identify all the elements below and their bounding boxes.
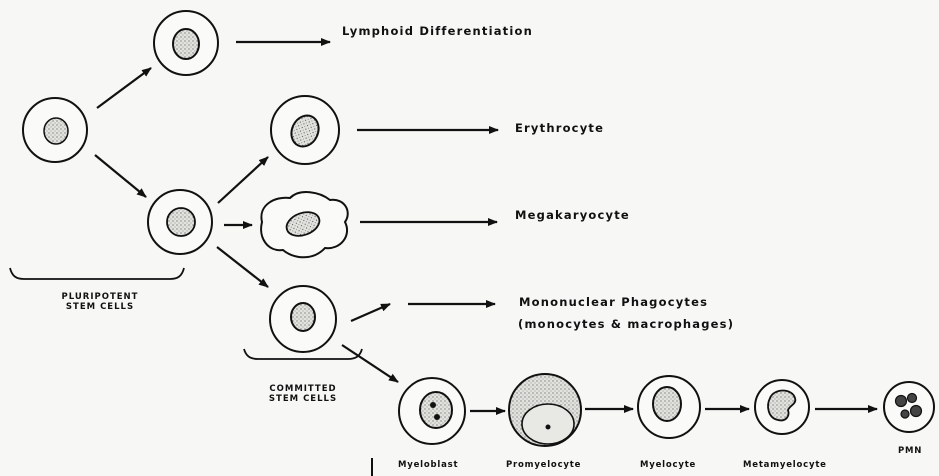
pmn-cell	[884, 382, 934, 432]
pluripotent-cell-left	[23, 98, 87, 162]
committed-caption-line1: COMMITTED	[263, 384, 343, 394]
stage-label-promyelocyte: Promyelocyte	[506, 460, 581, 470]
lymphoid-progenitor-cell	[154, 11, 218, 75]
pluripotent-caption-line2: STEM CELLS	[60, 302, 140, 312]
arrow-to-erythroid	[218, 157, 268, 203]
stage-label-pmn: PMN	[898, 446, 922, 456]
mononuclear-label-line2: (monocytes & macrophages)	[518, 317, 734, 331]
mononuclear-label-line1: Mononuclear Phagocytes	[519, 295, 708, 309]
arrow-to-monocytic	[217, 247, 268, 287]
pluripotent-caption: PLURIPOTENT STEM CELLS	[60, 292, 140, 312]
stage-label-myelocyte: Myelocyte	[640, 460, 696, 470]
metamyelocyte-cell	[755, 380, 809, 434]
stage-label-metamyelocyte: Metamyelocyte	[743, 460, 827, 470]
arrow-to-myeloid-cell	[95, 155, 146, 197]
megakaryocytic-committed-cell	[261, 192, 348, 257]
myeloblast-cell	[399, 378, 465, 444]
committed-caption: COMMITTED STEM CELLS	[263, 384, 343, 404]
erythrocyte-label: Erythrocyte	[515, 121, 604, 135]
arrow-to-myeloblast	[342, 345, 398, 382]
promyelocyte-cell	[509, 374, 581, 446]
erythroid-committed-cell	[271, 96, 339, 164]
megakaryocyte-label: Megakaryocyte	[515, 208, 630, 222]
committed-caption-line2: STEM CELLS	[263, 394, 343, 404]
arrow-monocytic-upper	[351, 304, 390, 321]
pluripotent-bracket	[10, 268, 184, 279]
stage-label-myeloblast: Myeloblast	[398, 460, 458, 470]
myelocyte-cell	[638, 376, 700, 438]
monocytic-committed-cell	[270, 286, 336, 352]
pluripotent-caption-line1: PLURIPOTENT	[60, 292, 140, 302]
arrow-to-lymphoid-cell	[97, 68, 151, 108]
lymphoid-label: Lymphoid Differentiation	[342, 24, 533, 38]
pluripotent-cell-myeloid	[148, 190, 212, 254]
